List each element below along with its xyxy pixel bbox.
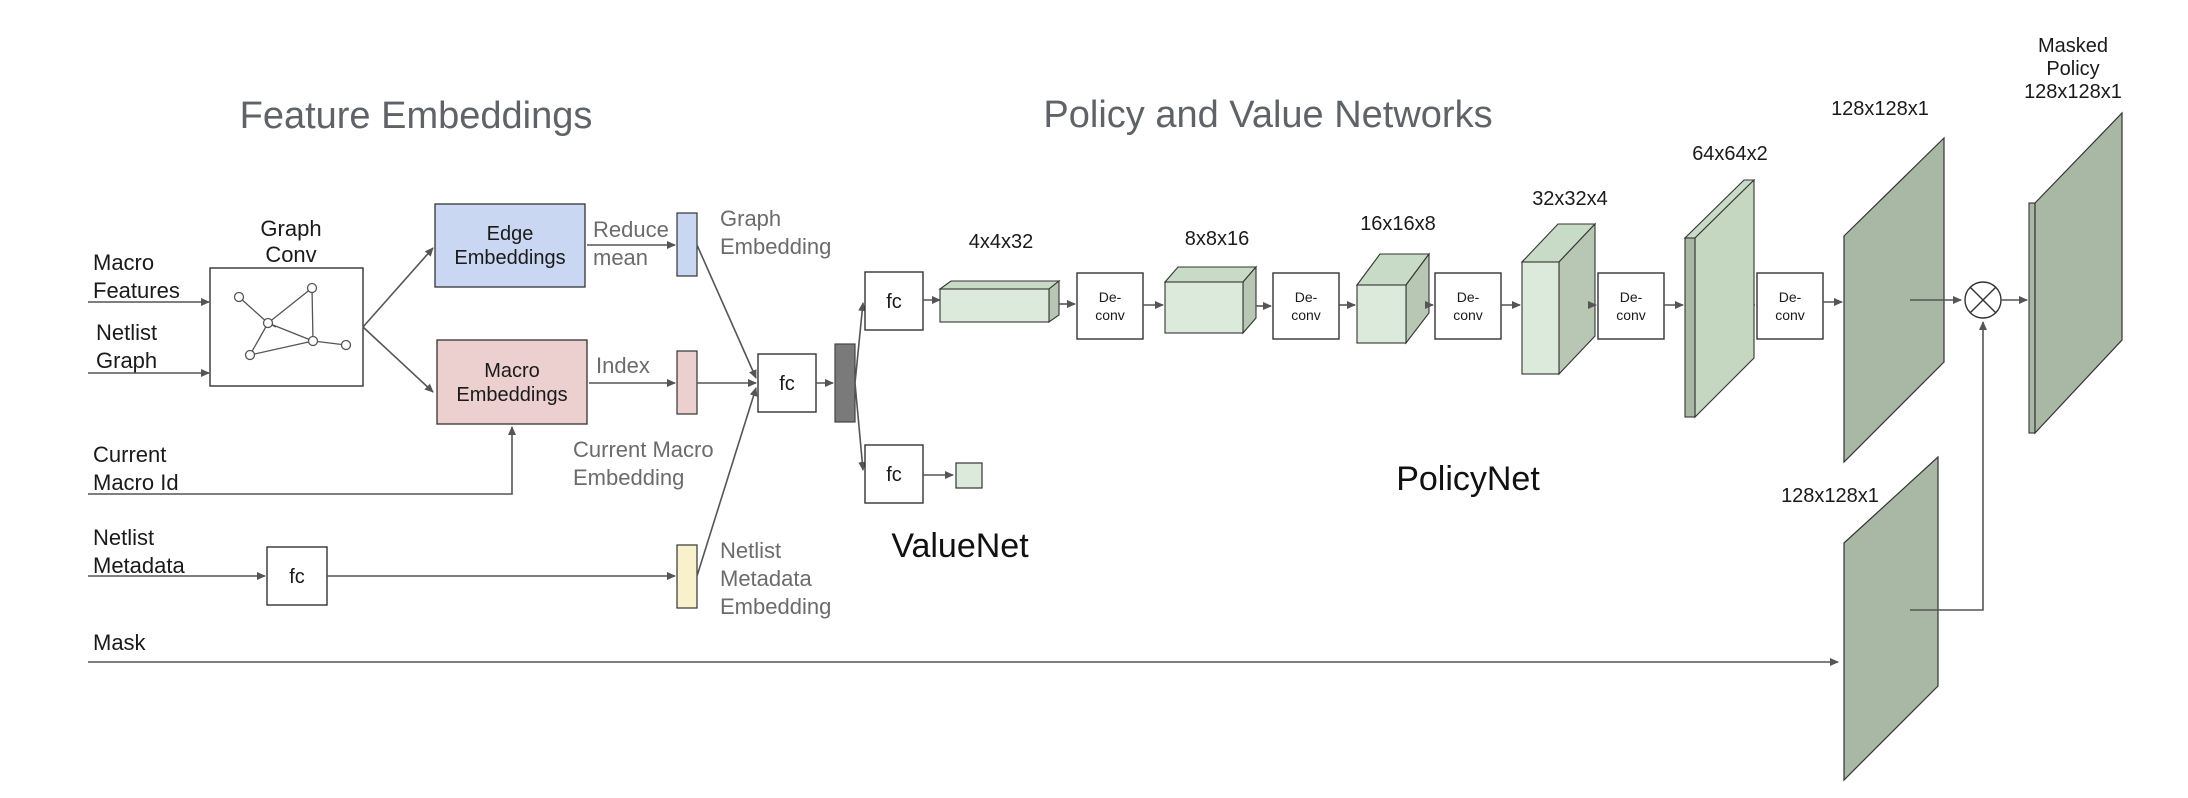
shape-128x128x1-mask-label: 128x128x1	[1781, 485, 1879, 507]
policy-value-title: Policy and Value Networks	[1043, 94, 1492, 136]
graph-icon	[233, 282, 352, 361]
shape-8x8x16-label: 8x8x16	[1185, 228, 1250, 250]
policy-fc-label: fc	[886, 291, 902, 313]
multiply-icon	[1964, 281, 2002, 319]
block-16x16x8-front	[1356, 284, 1407, 344]
mask-panel	[1843, 455, 1939, 782]
netlist-metadata-embedding-label-2: Metadata	[720, 566, 812, 591]
netlist-metadata-label-1: Netlist	[93, 525, 154, 550]
edge-embeddings-box	[434, 203, 586, 288]
block-4x4x32-top	[938, 280, 1061, 290]
current-macro-id-label-2: Macro Id	[93, 470, 179, 495]
block-4x4x32-side	[1048, 279, 1060, 324]
deconv-4-box	[1597, 272, 1665, 340]
block-8x8x16-front	[1164, 281, 1244, 334]
metadata-embedding-to-fc-arrow	[696, 387, 758, 577]
graph-embedding-label-2: Embedding	[720, 234, 831, 259]
deconv-1-label-1: De-	[1099, 289, 1122, 305]
valuenet-label: ValueNet	[891, 527, 1029, 565]
netlist-metadata-label-2: Metadata	[93, 553, 185, 578]
masked-policy-label-2: Policy	[2046, 58, 2099, 80]
masked-policy-panel	[2034, 111, 2123, 435]
deconv-2-label-2: conv	[1291, 307, 1321, 323]
macro-features-label-2: Features	[93, 278, 180, 303]
shape-64x64x2-label: 64x64x2	[1692, 143, 1768, 165]
macro-embeddings-label-1: Macro	[484, 360, 540, 382]
shape-128x128x1-label: 128x128x1	[1831, 98, 1929, 120]
graphconv-to-edge-arrow	[362, 247, 434, 328]
netlist-metadata-embedding-bar	[676, 544, 698, 609]
current-macro-id-arrow	[88, 426, 516, 495]
block-8x8x16-top	[1163, 266, 1258, 283]
policynet-label: PolicyNet	[1396, 460, 1540, 498]
deconv-5-label-1: De-	[1779, 289, 1802, 305]
shared-embedding-bar	[834, 343, 856, 423]
netlist-metadata-embedding-label-3: Embedding	[720, 594, 831, 619]
deconv-3-box	[1434, 272, 1502, 340]
index-label: Index	[596, 353, 650, 378]
deconv-4-label-1: De-	[1620, 289, 1643, 305]
panel-64x64x2-edge	[1684, 237, 1696, 418]
graph-embedding-bar	[676, 212, 698, 277]
value-output-box	[955, 462, 983, 489]
deconv-1-label-2: conv	[1095, 307, 1125, 323]
current-macro-embedding-label-1: Current Macro	[573, 437, 714, 462]
feature-embeddings-title: Feature Embeddings	[240, 95, 593, 137]
value-fc-box	[864, 444, 924, 504]
graph-conv-label-2: Conv	[265, 242, 316, 267]
mask-to-multiply-arrow	[1910, 321, 1987, 611]
deconv-1-box	[1076, 272, 1144, 340]
deconv-3-label-2: conv	[1453, 307, 1483, 323]
panel-64x64x2-face	[1694, 178, 1755, 419]
main-fc-label: fc	[779, 373, 795, 395]
macro-embeddings-box	[436, 339, 588, 425]
graph-embedding-label-1: Graph	[720, 206, 781, 231]
masked-policy-label-3: 128x128x1	[2024, 81, 2122, 103]
mask-label: Mask	[93, 630, 147, 655]
policy-logits-panel	[1843, 136, 1945, 464]
bar-to-policy-fc-arrow	[854, 302, 867, 384]
netlist-graph-label-2: Graph	[96, 348, 157, 373]
macro-features-label-1: Macro	[93, 250, 154, 275]
current-macro-embedding-bar	[676, 350, 698, 415]
value-fc-label: fc	[886, 464, 902, 486]
shape-16x16x8-label: 16x16x8	[1360, 213, 1436, 235]
edge-embeddings-label-1: Edge	[487, 223, 534, 245]
graph-embedding-to-fc-arrow	[696, 244, 757, 379]
deconv-3-label-1: De-	[1457, 289, 1480, 305]
bar-to-value-fc-arrow	[854, 382, 867, 471]
netlist-graph-label-1: Netlist	[96, 320, 157, 345]
current-macro-id-label-1: Current	[93, 442, 166, 467]
shape-32x32x4-label: 32x32x4	[1532, 188, 1608, 210]
macro-embeddings-label-2: Embeddings	[456, 384, 567, 406]
graph-conv-label-1: Graph	[260, 216, 321, 241]
deconv-5-label-2: conv	[1775, 307, 1805, 323]
masked-policy-edge	[2028, 202, 2036, 434]
mean-label: mean	[593, 245, 648, 270]
main-fc-box	[757, 353, 817, 413]
graphconv-to-macro-arrow	[362, 326, 434, 393]
deconv-5-box	[1756, 272, 1824, 340]
current-macro-embedding-label-2: Embedding	[573, 465, 684, 490]
masked-policy-label-1: Masked	[2038, 35, 2108, 57]
metadata-fc-label: fc	[289, 566, 305, 588]
graph-conv-box	[209, 267, 364, 387]
block-4x4x32-front	[939, 288, 1050, 323]
deconv-2-box	[1272, 272, 1340, 340]
block-32x32x4-front	[1521, 261, 1560, 375]
policy-fc-box	[864, 271, 924, 331]
deconv-4-label-2: conv	[1616, 307, 1646, 323]
netlist-metadata-embedding-label-1: Netlist	[720, 538, 781, 563]
deconv-2-label-1: De-	[1295, 289, 1318, 305]
edge-embeddings-label-2: Embeddings	[454, 247, 565, 269]
shape-4x4x32-label: 4x4x32	[969, 231, 1034, 253]
reduce-label: Reduce	[593, 217, 669, 242]
